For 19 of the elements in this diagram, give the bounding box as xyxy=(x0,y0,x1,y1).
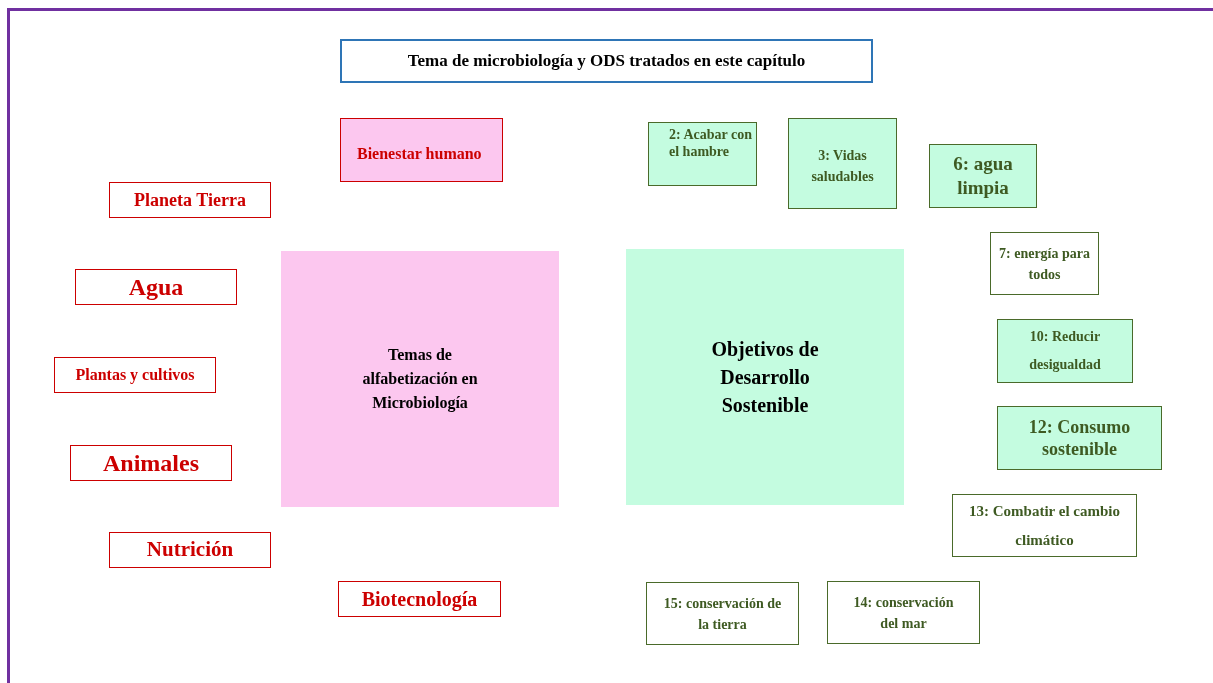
goal-box: 7: energía para todos xyxy=(990,232,1099,295)
goal-box: 2: Acabar con el hambre xyxy=(648,122,757,186)
goal-box: 15: conservación de la tierra xyxy=(646,582,799,645)
topic-box: Nutrición xyxy=(109,532,271,568)
topic-box: Biotecnología xyxy=(338,581,501,617)
topic-box: Bienestar humano xyxy=(340,118,503,182)
goal-box: 13: Combatir el cambio climático xyxy=(952,494,1137,557)
topic-box: Plantas y cultivos xyxy=(54,357,216,393)
topic-box: Animales xyxy=(70,445,232,481)
goal-box: 12: Consumo sostenible xyxy=(997,406,1162,470)
topic-box: Agua xyxy=(75,269,237,305)
topic-box: Planeta Tierra xyxy=(109,182,271,218)
topic-area: Temas de alfabetización en Microbiología xyxy=(281,251,559,507)
title: Tema de microbiología y ODS tratados en este capítulo xyxy=(340,39,873,83)
goal-area: Objetivos de Desarrollo Sostenible xyxy=(626,249,904,505)
goal-box: 10: Reducir desigualdad xyxy=(997,319,1133,383)
goal-box: 14: conservación del mar xyxy=(827,581,980,644)
goal-box: 3: Vidas saludables xyxy=(788,118,897,209)
goal-box: 6: agua limpia xyxy=(929,144,1037,208)
